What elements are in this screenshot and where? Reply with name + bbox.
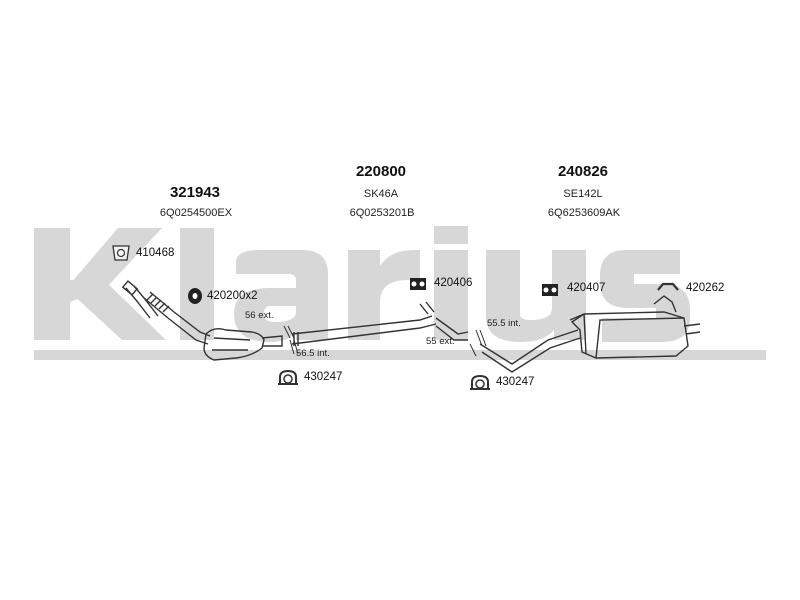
- middle-pipe-drawing: [291, 301, 469, 346]
- fitting-label-420200x2: 420200x2: [207, 290, 258, 302]
- rubber-mount-icon: [188, 288, 202, 304]
- section-3-oe-code: 6Q6253609AK: [547, 207, 621, 219]
- section-3-part-number: 240826: [557, 163, 609, 180]
- fitting-label-420262: 420262: [686, 282, 725, 294]
- section-2-type-code: SK46A: [363, 188, 399, 200]
- gasket-icon: [112, 245, 130, 261]
- section-2-oe-code: 6Q0253201B: [349, 207, 415, 219]
- dimension-label-55-5-int: 55.5 int.: [487, 318, 521, 329]
- dimension-label-56-5-int: 56.5 int.: [296, 348, 330, 359]
- clamp-icon: [278, 369, 298, 385]
- rubber-hanger-icon: [410, 278, 426, 290]
- section-2-part-number: 220800: [355, 163, 407, 180]
- section-1-oe-code: 6Q0254500EX: [159, 207, 233, 219]
- fitting-label-420406: 420406: [434, 277, 473, 289]
- rubber-strap-icon: [657, 282, 679, 291]
- downpipe-catalyst-drawing: [121, 280, 283, 361]
- section-3-type-code: SE142L: [563, 188, 603, 200]
- section-1-part-number: 321943: [169, 184, 221, 201]
- rear-silencer-drawing: [479, 295, 701, 373]
- dimension-label-56-ext: 56 ext.: [245, 310, 274, 321]
- fitting-label-430247-left: 430247: [304, 371, 343, 383]
- fitting-label-430247-right: 430247: [496, 376, 535, 388]
- fitting-label-410468: 410468: [136, 247, 175, 259]
- fitting-label-420407: 420407: [567, 282, 606, 294]
- rubber-hanger-icon: [542, 284, 558, 296]
- clamp-icon: [470, 374, 490, 390]
- dimension-label-55-ext: 55 ext.: [426, 336, 455, 347]
